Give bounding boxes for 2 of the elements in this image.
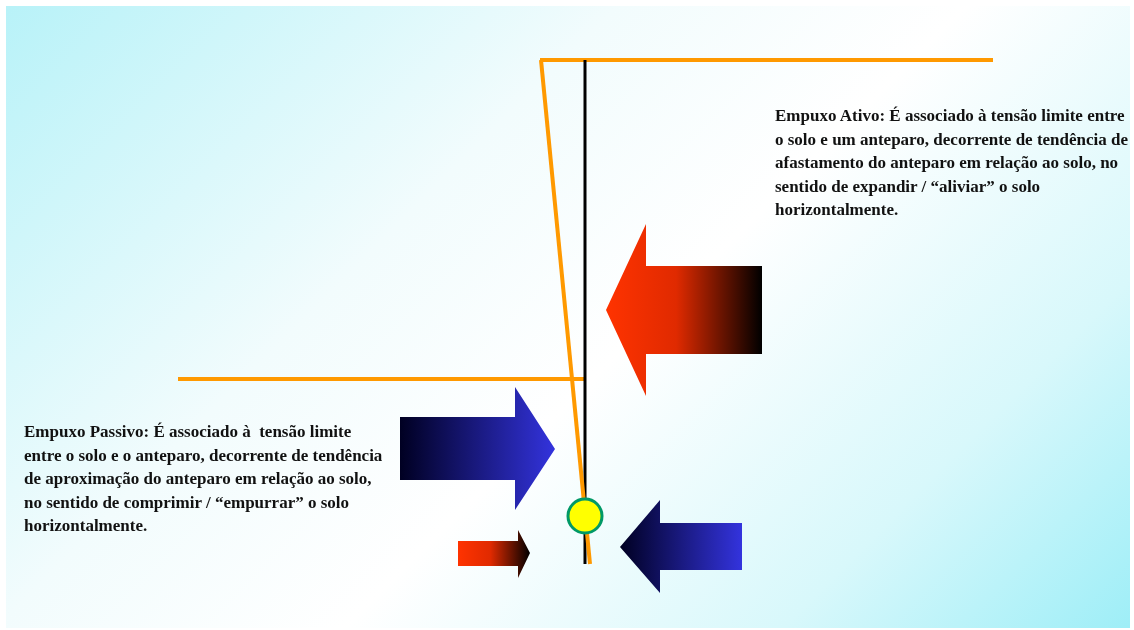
annotation-text: Empuxo Ativo: É associado à tensão limite entre o solo e um anteparo, decorrente de tendência de afastamento do anteparo em relação ao solo, no sentido de expandir / “aliviar” o solo horizontalmente. [775,105,1130,221]
annotation-text: Empuxo Passivo: É associado à tensão limite entre o solo e o anteparo, decorrente de tendência de aproximação do anteparo em relação ao solo, no sentido de comprimir / “empurrar” o solo horizontalmente. [24,421,384,537]
